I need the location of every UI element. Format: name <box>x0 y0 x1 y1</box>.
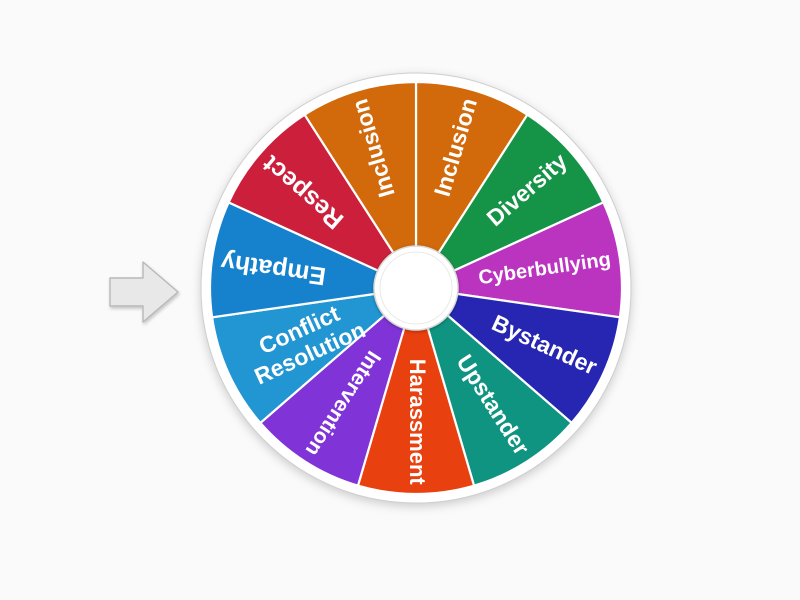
wheel-segment[interactable] <box>208 200 420 319</box>
wheel-segments[interactable] <box>208 80 624 496</box>
wheel-center-hub-inner <box>379 251 453 325</box>
wheel-segment[interactable] <box>413 113 605 291</box>
wheel-segment[interactable] <box>210 286 420 425</box>
wheel-segment-label: Harassment <box>405 359 430 486</box>
spin-pointer-arrow <box>109 261 179 323</box>
wheel-segment[interactable] <box>258 284 419 488</box>
wheel-segment[interactable] <box>413 284 574 488</box>
wheel-segment[interactable] <box>356 284 476 496</box>
wheel-segment[interactable] <box>303 80 418 292</box>
wheel-segment[interactable] <box>227 113 419 291</box>
wheel-rim-edge <box>200 72 632 504</box>
wheel-segment[interactable] <box>414 80 529 292</box>
wheel-segment[interactable] <box>412 286 622 425</box>
wheel-segment[interactable] <box>412 200 624 319</box>
